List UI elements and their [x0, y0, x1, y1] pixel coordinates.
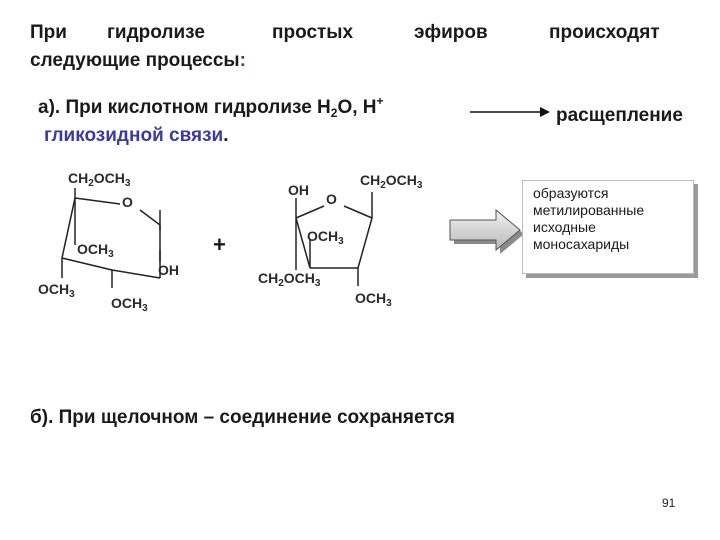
title-line-2-colon: : [239, 50, 246, 71]
pyr-in-och: OCH [77, 241, 109, 257]
pyr-bot-sub: 3 [142, 303, 148, 314]
fur-top-ch: CH [360, 172, 381, 188]
pyranose-och3-left: OCH3 [38, 281, 75, 300]
fur-top-och-sub: 3 [416, 180, 423, 191]
acid-line-2-dot: . [223, 125, 229, 146]
furanose-och3-bottom: OCH3 [355, 290, 392, 309]
fur-bot-ch: CH [258, 270, 279, 286]
pyr-in-sub: 3 [108, 249, 114, 260]
products-callout: образуются метилированные исходные монос… [522, 180, 694, 274]
fur-bot-och-sub: 3 [314, 278, 321, 289]
fur-top-och: OCH [385, 172, 417, 188]
reaction-arrow-icon [470, 107, 550, 117]
acid-mid: O, H [337, 97, 377, 118]
title-word-2: гидролизе [107, 22, 205, 43]
pyranose-och3-inner: OCH3 [77, 241, 114, 260]
pyr-och-sub: 3 [124, 178, 131, 189]
acid-result: расщепление [556, 105, 683, 126]
callout-line-4-text: моносахариды [533, 236, 630, 252]
pyranose-ring-oxygen: O [122, 194, 133, 210]
callout-line-4: моносахариды [533, 236, 644, 253]
acid-prefix: а). При кислотном гидролизе H [38, 97, 331, 118]
fur-top-ch-sub: 2 [380, 180, 386, 191]
block-arrow-icon [449, 208, 524, 254]
pyranose-oh: OH [158, 262, 179, 278]
plus-sign: + [213, 232, 226, 257]
furanose-ch2och3-bottom: CH2OCH3 [258, 270, 321, 289]
pyranose-ring-diagram [61, 188, 161, 288]
title-line-2: следующие процессы: [30, 50, 246, 72]
fur-b-och: OCH [355, 290, 387, 306]
title-word-1: При [30, 22, 67, 43]
acid-line-2: гликозидной связи. [44, 125, 229, 147]
furanose-och3-inner: OCH3 [307, 228, 344, 247]
title-word-3: простых [272, 22, 354, 43]
furanose-ch2och3-top: CH2OCH3 [360, 172, 423, 191]
furanose-ring-oxygen: O [326, 191, 337, 207]
pyr-och: OCH [93, 170, 125, 186]
acid-h-plus-superscript: + [376, 94, 384, 108]
fur-bot-och: OCH [283, 270, 315, 286]
title-line-2-text: следующие процессы [30, 50, 240, 71]
title-word-5: происходят [549, 22, 660, 43]
fur-b-sub: 3 [386, 298, 392, 309]
pyr-ch: CH [68, 170, 89, 186]
acid-line-2-text: гликозидной связи [44, 125, 224, 146]
fur-bot-ch-sub: 2 [278, 278, 284, 289]
alkaline-hydrolysis-text: б). При щелочном – соединение сохраняетс… [30, 407, 455, 428]
pyr-left-och: OCH [38, 281, 70, 297]
pyranose-ch2och3: CH2OCH3 [68, 170, 131, 189]
pyr-bot-och: OCH [111, 295, 143, 311]
pyr-ch-sub: 2 [88, 178, 94, 189]
title-word-4: эфиров [414, 22, 488, 43]
callout-line-2: метилированные [533, 202, 645, 218]
callout-line-1: образуются [533, 185, 609, 201]
fur-in-och: OCH [307, 228, 339, 244]
furanose-ring-diagram [295, 192, 373, 286]
fur-in-sub: 3 [338, 236, 344, 247]
pyr-left-sub: 3 [69, 289, 75, 300]
furanose-oh: OH [288, 182, 309, 198]
callout-line-3: исходные [533, 219, 596, 235]
pyranose-och3-bottom: OCH3 [111, 295, 148, 314]
acid-hydrolysis-heading: а). При кислотном гидролизе H2O, H+ [38, 94, 384, 120]
callout-text: образуются метилированные исходные монос… [533, 185, 644, 253]
acid-h2o-subscript: 2 [330, 106, 338, 120]
page-number: 91 [662, 496, 676, 510]
